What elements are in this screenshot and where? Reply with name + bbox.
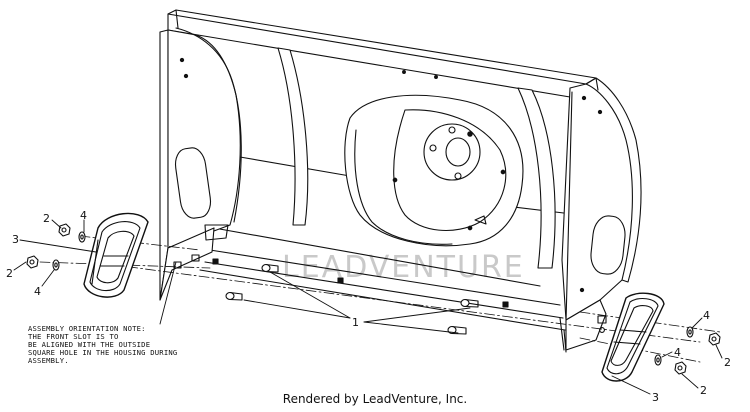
hex-nut bbox=[708, 332, 721, 346]
callout-4: 4 bbox=[34, 285, 41, 298]
callout-labels: 1 2 4 3 2 4 4 2 4 2 3 bbox=[6, 209, 731, 404]
hardware-left bbox=[26, 223, 86, 271]
hex-nut bbox=[26, 255, 39, 269]
flat-washer bbox=[78, 231, 86, 243]
note-line: ASSEMBLY. bbox=[28, 356, 69, 365]
note-line: ASSEMBLY ORIENTATION NOTE: bbox=[28, 324, 146, 333]
callout-1: 1 bbox=[352, 316, 359, 329]
carriage-bolt bbox=[460, 298, 479, 308]
flat-washer bbox=[654, 354, 662, 366]
note-line: THE FRONT SLOT IS TO bbox=[28, 332, 119, 341]
carriage-bolt bbox=[225, 291, 243, 301]
housing-right-side-plate bbox=[559, 77, 642, 353]
housing-ribs bbox=[277, 47, 556, 269]
carriage-bolt-group bbox=[225, 263, 479, 335]
note-line: BE ALIGNED WITH THE OUTSIDE bbox=[28, 340, 150, 349]
skid-shoe-right bbox=[601, 292, 665, 382]
hardware-right bbox=[654, 326, 721, 375]
callout-2: 2 bbox=[700, 384, 707, 397]
housing-left-side-plate bbox=[159, 27, 242, 301]
skid-shoe-left bbox=[83, 212, 149, 298]
callout-4: 4 bbox=[80, 209, 87, 222]
hex-nut bbox=[58, 223, 71, 237]
rendered-by-footer: Rendered by LeadVenture, Inc. bbox=[282, 392, 468, 406]
callout-4: 4 bbox=[674, 346, 681, 359]
hex-nut bbox=[674, 361, 687, 375]
callout-3: 3 bbox=[12, 233, 19, 246]
flat-washer bbox=[52, 259, 60, 271]
flat-washer bbox=[686, 326, 694, 338]
assembly-orientation-note: ASSEMBLY ORIENTATION NOTE: THE FRONT SLO… bbox=[28, 324, 177, 365]
note-line: SQUARE HOLE IN THE HOUSING DURING bbox=[28, 348, 177, 357]
impeller-housing-dish bbox=[344, 94, 524, 247]
housing-mount-holes bbox=[212, 70, 509, 308]
callout-3: 3 bbox=[652, 391, 659, 404]
carriage-bolt bbox=[261, 263, 279, 273]
callout-leaders bbox=[13, 219, 723, 395]
callout-2: 2 bbox=[43, 212, 50, 225]
callout-2: 2 bbox=[6, 267, 13, 280]
callout-2: 2 bbox=[724, 356, 731, 369]
callout-4: 4 bbox=[703, 309, 710, 322]
